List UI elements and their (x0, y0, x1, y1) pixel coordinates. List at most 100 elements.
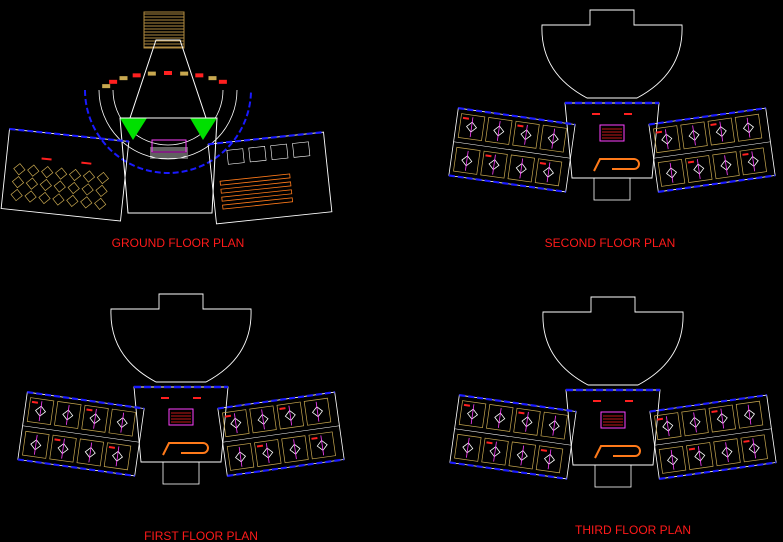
bed-symbol (467, 408, 479, 420)
bed-symbol (689, 416, 701, 428)
red-marker (54, 438, 61, 442)
partition-line (520, 445, 525, 466)
dining-table (38, 191, 51, 205)
red-marker (711, 410, 718, 413)
green-landscape-left (120, 118, 147, 140)
building-wing (217, 391, 345, 477)
partition-line (61, 438, 65, 459)
library-shelf (222, 197, 294, 210)
dining-table (81, 183, 94, 196)
room-furniture (480, 150, 508, 179)
bed-symbol (662, 420, 674, 432)
bed-symbol (747, 155, 759, 167)
seat-row (195, 73, 204, 78)
bed-symbol (721, 446, 733, 458)
bed-symbol (262, 447, 274, 459)
wing-corridor-line (653, 141, 771, 159)
auditorium-arc (84, 89, 252, 174)
room-furniture (458, 400, 487, 429)
building-wing (448, 107, 576, 193)
bed-symbol (462, 442, 474, 454)
wing-corridor-line (22, 425, 140, 443)
partition-line (669, 162, 674, 183)
dining-table (39, 178, 52, 192)
red-marker (742, 152, 749, 156)
partition-line (293, 439, 297, 460)
room-furniture (103, 442, 132, 471)
central-core (541, 9, 683, 201)
wing-corridor-line (654, 428, 772, 446)
seat-row (208, 76, 217, 81)
bed-symbol (461, 155, 473, 167)
partition-line (493, 441, 497, 462)
wing-corridor-line (453, 141, 571, 159)
dining-table (80, 196, 93, 209)
bed-symbol (494, 412, 506, 424)
room-furniture (486, 404, 514, 432)
partition-line (315, 401, 320, 422)
seat-row (164, 71, 172, 75)
room-furniture (222, 409, 250, 438)
room-furniture (54, 401, 82, 429)
partition-line (666, 416, 670, 437)
lobby-outline (119, 117, 218, 214)
room-furniture (303, 397, 332, 426)
wing-wall-top (459, 394, 577, 413)
red-marker (462, 116, 470, 120)
partition-line (93, 408, 97, 429)
partition-line (697, 446, 702, 466)
room-furniture (81, 404, 109, 433)
stair-core (599, 124, 625, 142)
bed-symbol (35, 405, 47, 417)
bed-symbol (230, 417, 242, 429)
office-room (226, 148, 245, 165)
red-marker (624, 113, 632, 115)
room-furniture (76, 438, 104, 467)
partition-line (670, 449, 675, 470)
dining-table (95, 184, 108, 198)
room-furniture (740, 434, 768, 463)
first-floor-plan-label: FIRST FLOOR PLAN (144, 529, 258, 542)
dome-outline (542, 296, 684, 386)
bed-symbol (289, 443, 301, 455)
dining-table (52, 193, 65, 206)
bed-symbol (316, 439, 328, 451)
dining-table (66, 194, 79, 208)
bed-symbol (688, 129, 700, 141)
bed-symbol (116, 417, 128, 429)
room-furniture (713, 438, 741, 467)
room-furniture (481, 437, 509, 466)
dining-table (55, 167, 68, 180)
building-wing (449, 394, 577, 480)
office-room (292, 141, 311, 158)
red-marker (656, 417, 664, 421)
red-marker (86, 408, 93, 412)
bed-symbol (694, 450, 706, 462)
wing-wall-top (27, 391, 145, 410)
auditorium-arc (112, 89, 224, 146)
room-furniture (249, 405, 277, 434)
red-marker (625, 400, 633, 402)
room-furniture (708, 404, 736, 433)
partition-line (546, 162, 551, 183)
bed-symbol (516, 449, 528, 461)
room-furniture (308, 431, 336, 460)
partition-line (519, 158, 524, 179)
dining-table (10, 188, 23, 202)
ground-floor-plan (0, 11, 333, 225)
library-shelf (219, 173, 291, 186)
seat-row (119, 76, 128, 81)
stair-core (168, 408, 194, 426)
room-furniture (712, 151, 740, 180)
central-core (110, 293, 252, 485)
bed-symbol (661, 133, 673, 145)
red-marker (688, 447, 696, 451)
room-furniture (653, 125, 681, 154)
wing-wall-top (649, 394, 767, 413)
bed-symbol (542, 166, 555, 178)
bed-symbol (716, 413, 728, 425)
library-shelf (220, 181, 292, 194)
ground-right-wing (207, 131, 333, 225)
room-furniture (540, 411, 568, 440)
dome-outline (541, 9, 683, 99)
